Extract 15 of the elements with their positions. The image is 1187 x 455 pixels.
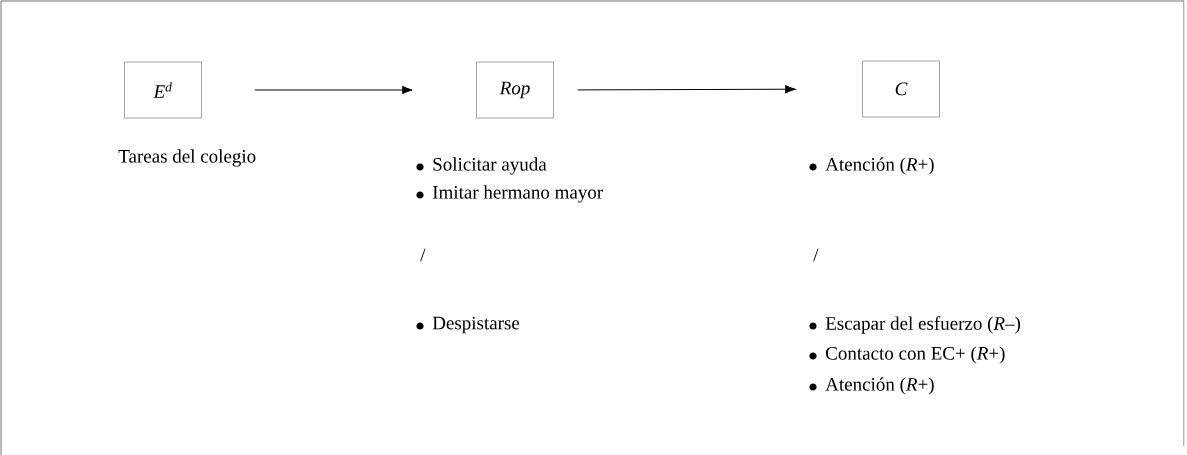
term-box: Rop <box>476 61 554 119</box>
label-text: Tareas del colegio <box>118 149 256 167</box>
arrow <box>254 85 413 95</box>
list-item: Atención (R+) <box>825 157 934 175</box>
list-item: Contacto con EC+ (R+) <box>826 346 1005 364</box>
list-item: Atención (R+) <box>825 377 934 395</box>
list-item: Despistarse <box>432 316 520 334</box>
list-item: Imitar hermano mayor <box>432 185 603 203</box>
list-item: Escapar del esfuerzo (R–) <box>825 316 1021 334</box>
list-item: Solicitar ayuda <box>433 157 547 175</box>
arrow <box>577 85 796 94</box>
term-box: E$^{d}$ <box>124 61 202 119</box>
label-text: / <box>420 248 426 262</box>
term-box: C <box>862 60 940 118</box>
label-text: / <box>813 248 819 262</box>
